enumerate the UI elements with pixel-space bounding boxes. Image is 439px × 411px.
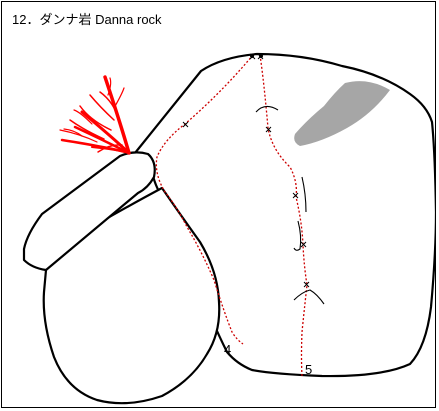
flake-block [22,151,156,272]
topo-title: 12．ダンナ岩 Danna rock [12,12,162,27]
route-5-line [259,54,308,377]
rock-topo-diagram [22,52,435,405]
shaded-slab [294,81,390,146]
route-4-label: 4 [224,342,232,357]
tree-icon [59,75,131,155]
route-5-label: 5 [305,362,313,377]
anchor-icon [250,54,263,58]
overhang-icon [255,105,325,305]
lower-left-boulder [42,186,221,405]
